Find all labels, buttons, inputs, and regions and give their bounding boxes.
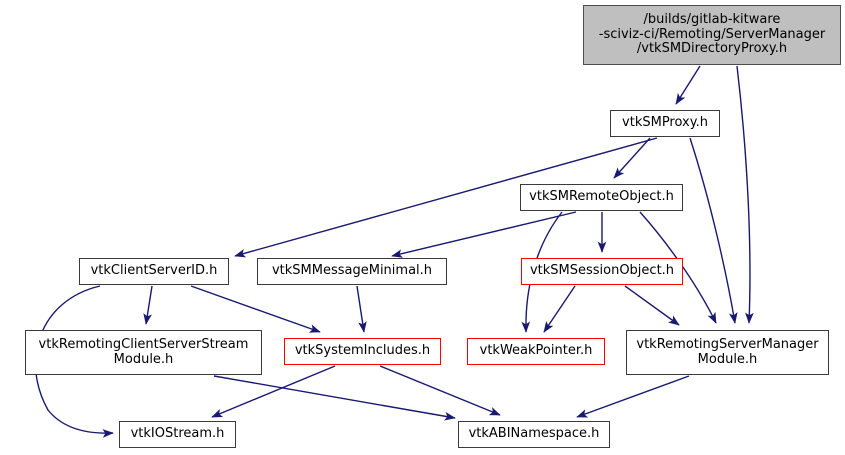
graph-edge-smproxy-to-rsmmodule bbox=[689, 137, 738, 324]
graph-edge-systemincludes-to-iostream bbox=[211, 365, 336, 418]
graph-node-iostream[interactable]: vtkIOStream.h bbox=[119, 421, 236, 448]
graph-edge-clientserverid-to-rcsmodule bbox=[143, 285, 153, 325]
graph-edge-messageminimal-to-systemincludes bbox=[356, 285, 367, 333]
graph-node-smproxy[interactable]: vtkSMProxy.h bbox=[610, 110, 720, 137]
graph-node-label: vtkABINamespace.h bbox=[468, 426, 600, 442]
graph-edge-systemincludes-to-abinamespace bbox=[379, 365, 501, 416]
graph-node-weakpointer[interactable]: vtkWeakPointer.h bbox=[467, 338, 605, 365]
graph-node-messageminimal[interactable]: vtkSMMessageMinimal.h bbox=[257, 258, 447, 285]
graph-node-rsmmodule[interactable]: vtkRemotingServerManager Module.h bbox=[626, 330, 829, 375]
graph-node-rcsmodule[interactable]: vtkRemotingClientServerStream Module.h bbox=[25, 330, 262, 375]
graph-edge-sessionobject-to-weakpointer bbox=[543, 285, 576, 333]
graph-node-label: vtkClientServerID.h bbox=[90, 263, 218, 279]
graph-node-label: /builds/gitlab-kitware -sciviz-ci/Remoti… bbox=[598, 12, 826, 57]
graph-edge-clientserverid-to-systemincludes bbox=[190, 285, 321, 333]
graph-edge-smproxy-to-clientserverid bbox=[234, 137, 658, 258]
graph-node-root[interactable]: /builds/gitlab-kitware -sciviz-ci/Remoti… bbox=[583, 5, 841, 65]
graph-node-abinamespace[interactable]: vtkABINamespace.h bbox=[458, 421, 610, 448]
graph-node-label: vtkRemotingClientServerStream Module.h bbox=[38, 336, 249, 367]
graph-node-label: vtkRemotingServerManager Module.h bbox=[636, 336, 819, 367]
graph-node-label: vtkSystemIncludes.h bbox=[294, 343, 431, 359]
graph-edge-rcsmodule-to-abinamespace bbox=[213, 375, 456, 421]
graph-node-label: vtkSMProxy.h bbox=[622, 115, 708, 131]
graph-node-label: vtkWeakPointer.h bbox=[479, 343, 593, 359]
graph-node-label: vtkSMSessionObject.h bbox=[529, 263, 675, 279]
graph-node-label: vtkSMMessageMinimal.h bbox=[271, 263, 433, 279]
graph-node-label: vtkIOStream.h bbox=[130, 426, 225, 442]
graph-edge-clientserverid-to-iostream bbox=[34, 285, 114, 438]
graph-node-systemincludes[interactable]: vtkSystemIncludes.h bbox=[284, 338, 441, 365]
graph-edge-rsmmodule-to-abinamespace bbox=[576, 375, 690, 418]
graph-node-remoteobject[interactable]: vtkSMRemoteObject.h bbox=[520, 184, 683, 211]
graph-edge-root-to-rsmmodule bbox=[736, 65, 754, 324]
graph-edge-smproxy-to-remoteobject bbox=[613, 137, 651, 179]
graph-edge-remoteobject-to-rsmmodule bbox=[639, 211, 717, 324]
graph-edge-root-to-smproxy bbox=[675, 65, 701, 105]
graph-node-label: vtkSMRemoteObject.h bbox=[529, 189, 674, 205]
graph-edge-sessionobject-to-rsmmodule bbox=[624, 285, 680, 326]
graph-node-sessionobject[interactable]: vtkSMSessionObject.h bbox=[521, 258, 683, 285]
graph-node-clientserverid[interactable]: vtkClientServerID.h bbox=[79, 258, 229, 285]
graph-edge-remoteobject-to-messageminimal bbox=[391, 211, 577, 258]
